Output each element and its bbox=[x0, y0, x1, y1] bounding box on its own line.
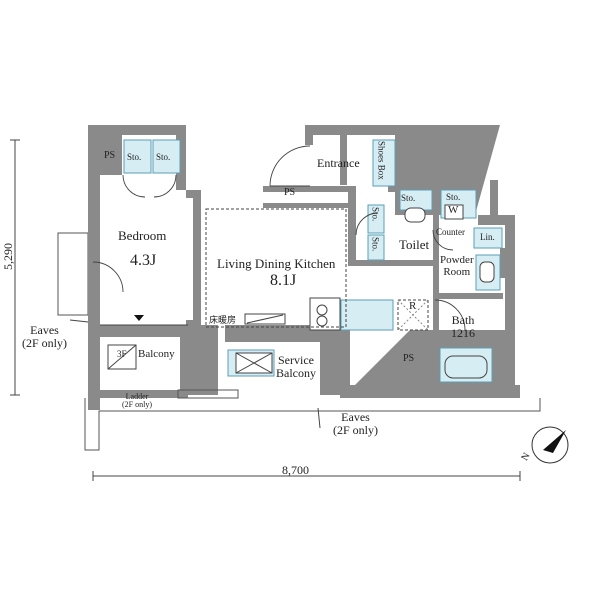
floor-heating-diag bbox=[246, 314, 284, 324]
stove-burner-a bbox=[316, 304, 328, 316]
sto-label-3: Sto. bbox=[401, 193, 416, 203]
bath-tub-inner bbox=[444, 355, 488, 379]
walls bbox=[88, 125, 520, 410]
ladder-label: Ladder (2F only) bbox=[122, 392, 152, 410]
toilet-fixture bbox=[404, 207, 426, 223]
sto-label-6: Sto. bbox=[370, 237, 381, 252]
eaves-leader-left bbox=[69, 319, 89, 323]
width-dimension: 8,700 bbox=[282, 463, 309, 477]
ps-label-2: PS bbox=[284, 187, 296, 198]
balcony-hatch-diag bbox=[107, 344, 137, 370]
ldk-size: 8.1J bbox=[270, 272, 297, 289]
bedroom-label: Bedroom bbox=[118, 228, 167, 243]
eaves-leader-bottom bbox=[317, 407, 321, 429]
dimension-lines bbox=[10, 139, 521, 481]
powder-room-label: Powder Room bbox=[440, 254, 474, 278]
bath-label: Bath 1216 bbox=[451, 313, 475, 340]
sto-label-2: Sto. bbox=[156, 152, 171, 162]
washer-label: W bbox=[448, 204, 459, 216]
fridge-label: R bbox=[409, 300, 417, 312]
ac-unit-cross-b bbox=[235, 352, 273, 374]
compass bbox=[531, 426, 569, 464]
height-dimension: 5,290 bbox=[1, 243, 15, 270]
ldk-dashed-area bbox=[205, 208, 347, 328]
bedroom-size: 4.3J bbox=[130, 252, 157, 269]
three-f-label: 3F bbox=[117, 349, 127, 359]
eaves-left-label: Eaves (2F only) bbox=[22, 323, 67, 350]
shoes-box-label: Shoes Box bbox=[376, 141, 387, 180]
sto-label-5: Sto. bbox=[370, 207, 381, 222]
interior-walls bbox=[186, 135, 503, 385]
entrance-label: Entrance bbox=[317, 156, 360, 170]
balcony-label: Balcony bbox=[138, 348, 175, 360]
counter-label: Counter bbox=[436, 227, 465, 237]
toilet-label: Toilet bbox=[399, 237, 430, 252]
washer-box bbox=[444, 204, 464, 220]
sto-label-1: Sto. bbox=[127, 152, 142, 162]
linen-label: Lin. bbox=[480, 232, 495, 242]
sto-label-4: Sto. bbox=[446, 192, 461, 202]
stove-burner-b bbox=[316, 315, 328, 327]
service-balcony-label: Service Balcony bbox=[276, 353, 316, 380]
window-marker bbox=[134, 315, 144, 321]
floor-heating-label: 床暖房 bbox=[209, 315, 237, 325]
ldk-label: Living Dining Kitchen bbox=[217, 256, 336, 271]
ps-label-1: PS bbox=[104, 150, 116, 161]
eaves-bottom-label: Eaves (2F only) bbox=[333, 410, 378, 437]
ladder-rail bbox=[177, 389, 239, 399]
ps-label-3: PS bbox=[403, 353, 415, 364]
door-swings bbox=[92, 145, 466, 331]
basin-fixture bbox=[479, 261, 495, 283]
fridge-cross-b bbox=[397, 299, 429, 331]
